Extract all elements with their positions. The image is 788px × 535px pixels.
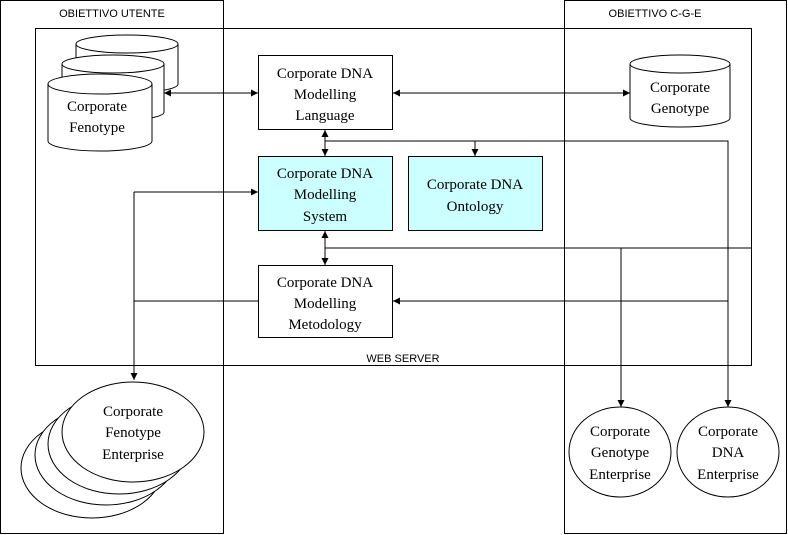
language-label-3: Language [295,108,354,124]
genotype-db-label-2: Genotype [651,101,710,117]
fenotype-db-label-1: Corporate [67,99,127,115]
ontology-label-2: Ontology [447,199,504,215]
web-server-label: WEB SERVER [366,353,439,365]
corporate-dna-enterprise: Corporate DNA Enterprise [676,406,780,498]
genotype-enterprise-label-3: Enterprise [589,467,651,483]
connectors [130,89,751,407]
system-label-2: Modelling [294,187,357,203]
zone-title-utente: OBIETTIVO UTENTE [59,8,165,20]
corporate-fenotype-enterprise: Corporate Fenotype Enterprise [20,381,205,519]
language-label-1: Corporate DNA [277,66,373,82]
system-label-3: System [303,209,348,225]
methodology-label-1: Corporate DNA [277,275,373,291]
language-label-2: Modelling [294,87,357,103]
web-server-label-bg [355,350,451,364]
modelling-system-box: Corporate DNA Modelling System [258,156,393,231]
web-server-frame [35,28,752,366]
ontology-box: Corporate DNA Ontology [408,156,543,231]
modelling-methodology-box: Corporate DNA Modelling Metodology [258,265,393,338]
zone-title-cge: OBIETTIVO C-G-E [609,8,702,20]
genotype-db-label-1: Corporate [650,80,710,96]
corporate-fenotype-database: Corporate Fenotype [47,34,179,152]
ontology-label-1: Corporate DNA [427,177,523,193]
dna-enterprise-label-3: Enterprise [697,467,759,483]
methodology-label-2: Modelling [294,296,357,312]
modelling-language-box: Corporate DNA Modelling Language [258,55,393,130]
fenotype-enterprise-label-2: Fenotype [105,425,161,441]
fenotype-enterprise-label-1: Corporate [103,404,163,420]
fenotype-db-label-2: Fenotype [69,120,125,136]
genotype-enterprise-label-2: Genotype [591,445,650,461]
fenotype-enterprise-label-3: Enterprise [102,447,164,463]
system-label-1: Corporate DNA [277,166,373,182]
corporate-genotype-enterprise: Corporate Genotype Enterprise [568,406,672,498]
corporate-genotype-database: Corporate Genotype [629,54,731,128]
methodology-label-3: Metodology [288,317,362,333]
link-to-ontology [325,140,479,156]
link-to-dna-enterprise [325,140,732,407]
dna-enterprise-label-2: DNA [712,445,745,461]
genotype-enterprise-label-1: Corporate [590,424,650,440]
dna-enterprise-label-1: Corporate [698,424,758,440]
